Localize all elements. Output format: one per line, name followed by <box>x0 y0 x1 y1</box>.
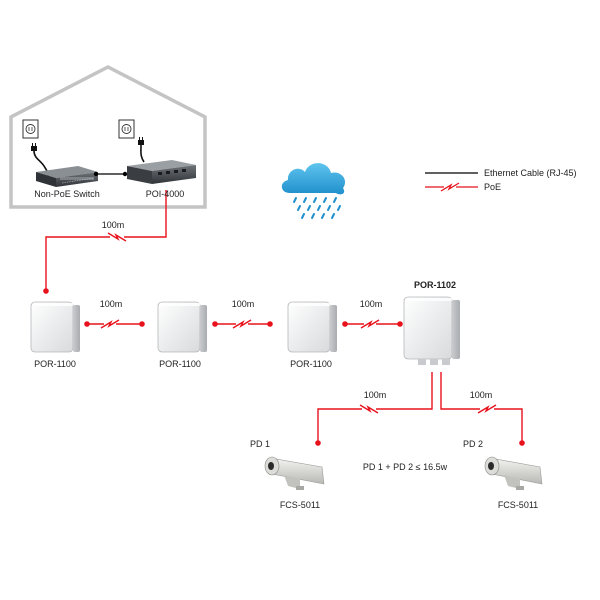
switch-device-icon <box>36 166 98 187</box>
distance-label: 100m <box>469 390 493 400</box>
poe-cabling <box>45 190 523 442</box>
outlet-icon <box>22 119 39 139</box>
legend-poe-label: PoE <box>484 182 502 192</box>
extender-label: POR-1100 <box>34 359 76 369</box>
legend <box>425 172 478 192</box>
rain-cloud-icon <box>281 163 346 219</box>
distance-label: 100m <box>231 299 255 309</box>
extender-box-icon <box>30 301 80 353</box>
house-outline <box>9 65 207 209</box>
splitter-label: POR-1102 <box>413 280 457 290</box>
camera-label: FCS-5011 <box>497 500 539 510</box>
distance-label: 100m <box>99 299 123 309</box>
pd-label: PD 2 <box>462 439 483 449</box>
camera-icon <box>264 456 325 490</box>
splitter-box-icon <box>403 296 460 365</box>
extender-label: POR-1100 <box>290 359 332 369</box>
injector-label: POI-4000 <box>145 189 185 199</box>
pd-label: PD 1 <box>249 439 270 449</box>
legend-poe-swatch <box>425 182 478 192</box>
extender-box-icon <box>157 301 207 353</box>
distance-label: 100m <box>101 220 125 230</box>
legend-ethernet-label: Ethernet Cable (RJ-45) <box>484 168 577 178</box>
distance-label: 100m <box>363 390 387 400</box>
camera-icon <box>484 456 543 490</box>
extender-box-icon <box>287 301 337 353</box>
camera-label: FCS-5011 <box>279 500 321 510</box>
distance-label: 100m <box>359 299 383 309</box>
switch-label: Non-PoE Switch <box>34 189 100 199</box>
injector-device-icon <box>127 160 196 184</box>
outlet-icon <box>118 119 135 139</box>
extender-label: POR-1100 <box>159 359 201 369</box>
poe-endpoints <box>43 288 525 446</box>
power-budget-note: PD 1 + PD 2 ≤ 16.5w <box>362 462 448 472</box>
plug-icon <box>138 137 145 163</box>
